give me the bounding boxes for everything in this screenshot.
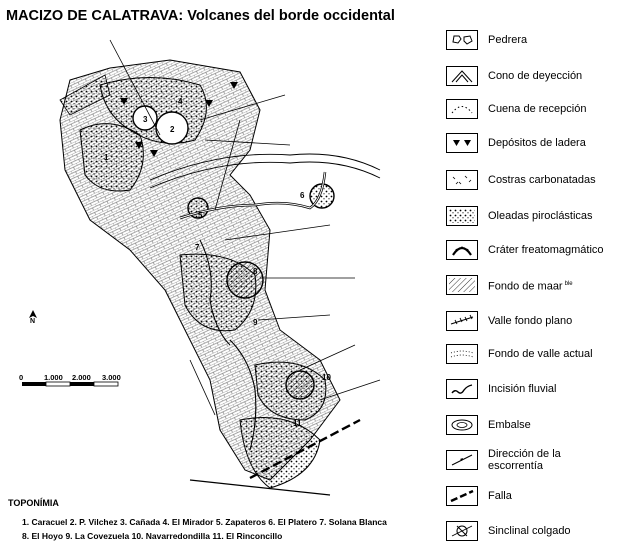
legend-label: Pedrera xyxy=(488,34,528,46)
map-number: 10 xyxy=(322,373,331,382)
legend-label: Costras carbonatadas xyxy=(488,174,596,186)
pedrera-icon xyxy=(452,35,473,45)
toponimia-title: TOPONÍMIA xyxy=(8,498,59,508)
legend-item: Pedrera xyxy=(446,28,527,52)
scree-zone xyxy=(59,74,111,116)
map-number: 2 xyxy=(170,125,175,134)
map-number: 8 xyxy=(253,267,258,276)
geomorphological-map: 1 2 3 4 5 6 7 8 9 10 11 xyxy=(22,39,381,496)
runoff-line xyxy=(299,344,356,371)
runoff-line xyxy=(319,379,381,401)
scale-label: 1.000 xyxy=(44,373,63,382)
legend-item: Dirección de la escorrentía xyxy=(446,448,598,472)
falla-icon xyxy=(450,489,474,503)
cuenca-recepcion-icon xyxy=(451,106,473,114)
map-number: 4 xyxy=(178,97,183,106)
direccion-escorrentia-icon xyxy=(451,454,473,466)
oleadas-piroclasticas-icon xyxy=(449,209,475,223)
legend-item: Fondo de valle actual xyxy=(446,342,593,366)
incision-fluvial-icon xyxy=(451,384,473,394)
runoff-line xyxy=(199,94,286,121)
map-number: 1 xyxy=(104,153,109,162)
legend-label: Cráter freatomagmático xyxy=(488,244,604,256)
crater-8 xyxy=(226,261,264,299)
runoff-line xyxy=(189,359,216,416)
map-title: MACIZO DE CALATRAVA: Volcanes del borde … xyxy=(6,8,395,24)
river-zapateros-inner xyxy=(179,171,326,219)
fondo-maar-icon xyxy=(449,278,475,292)
crater-freatomagmatico-icon xyxy=(452,246,472,256)
scale-label: 0 xyxy=(19,373,24,382)
cono-deyeccion-icon xyxy=(451,70,473,83)
map-number: 9 xyxy=(253,318,258,327)
sinclinal-colgado-icon xyxy=(451,525,473,537)
legend-label: Cuena de recepción xyxy=(488,103,587,115)
north-arrow-icon xyxy=(29,310,37,318)
toponimia-line: 8. El Hoyo 9. La Covezuela 10. Navarredo… xyxy=(22,531,283,541)
legend-label: Sinclinal colgado xyxy=(488,525,571,537)
legend-item: Embalse xyxy=(446,413,531,437)
scale-label: 2.000 xyxy=(72,373,91,382)
costras-carbonatadas-icon xyxy=(452,175,472,185)
legend-item: Depósitos de ladera xyxy=(446,131,586,155)
legend-item: Costras carbonatadas xyxy=(446,168,596,192)
legend-label: Cono de deyección xyxy=(488,70,583,82)
legend-item: Falla xyxy=(446,484,512,508)
road-band-1 xyxy=(149,153,381,181)
map-number: 5 xyxy=(198,211,203,220)
map-number: 3 xyxy=(143,115,148,124)
legend-item: Incisión fluvial xyxy=(446,377,556,401)
north-label: N xyxy=(30,318,36,325)
pyroclastic-zone-1 xyxy=(79,123,144,192)
legend-item: Oleadas piroclásticas xyxy=(446,204,593,228)
legend-item: Sinclinal colgado xyxy=(446,519,571,543)
pyroclastic-zone-11 xyxy=(239,417,321,489)
legend-item: Cono de deyección xyxy=(446,64,582,88)
depositos-ladera-icon xyxy=(453,140,471,146)
fault-line xyxy=(189,479,331,496)
legend-item: Cuena de recepción xyxy=(446,97,586,121)
valle-fondo-plano-icon xyxy=(450,314,474,325)
legend-label: Embalse xyxy=(488,419,531,431)
runoff-line xyxy=(214,119,241,211)
legend-label: Valle fondo plano xyxy=(488,315,573,327)
map-number: 6 xyxy=(300,191,305,200)
crater-10 xyxy=(285,370,315,400)
embalse-icon xyxy=(451,419,473,431)
legend-label: Falla xyxy=(488,490,512,502)
fondo-valle-actual-icon xyxy=(450,350,474,358)
map-number: 7 xyxy=(195,243,200,252)
slope-deposit xyxy=(120,82,238,157)
legend-label: Depósitos de ladera xyxy=(488,137,586,149)
map-number: 11 xyxy=(293,419,302,428)
road-band-2 xyxy=(149,161,381,189)
runoff-line xyxy=(204,139,291,146)
scale-label: 3.000 xyxy=(102,373,121,382)
legend-label: Incisión fluvial xyxy=(488,383,557,395)
scale-bar xyxy=(22,381,119,387)
stream-mid xyxy=(199,239,231,346)
legend-label: Dirección de la escorrentía xyxy=(488,448,561,472)
runoff-line xyxy=(109,39,161,136)
legend-label: Fondo de valle actual xyxy=(488,348,593,360)
legend-item: Cráter freatomagmático xyxy=(446,238,604,262)
toponimia-line: 1. Caracuel 2. P. Vilchez 3. Cañada 4. E… xyxy=(22,517,387,527)
legend-item: Valle fondo plano xyxy=(446,309,572,333)
fault-line xyxy=(249,418,361,480)
runoff-line xyxy=(224,224,331,241)
runoff-line xyxy=(257,314,331,321)
stream-south xyxy=(229,339,257,451)
legend-label: Oleadas piroclásticas xyxy=(488,210,593,222)
